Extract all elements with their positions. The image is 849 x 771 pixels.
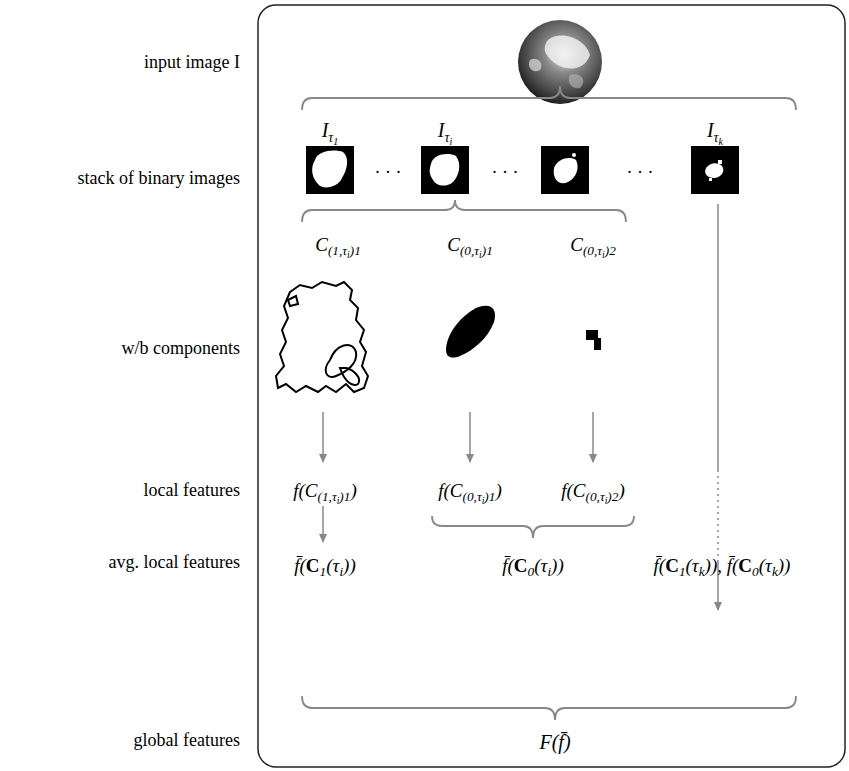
brace — [302, 200, 626, 222]
binary-image — [421, 146, 469, 194]
brace — [302, 86, 796, 720]
row-label: w/b components — [122, 339, 241, 357]
outer-frame — [258, 5, 845, 767]
black-component — [446, 306, 495, 358]
binary-image — [306, 146, 354, 194]
math-label: C(0,τi)2 — [570, 235, 616, 254]
row-label: avg. local features — [109, 553, 240, 571]
row-label: local features — [144, 481, 240, 499]
math-label: f̄(C1(τi)) — [294, 556, 356, 575]
math-label: Iτk — [707, 120, 723, 140]
black-component — [586, 330, 601, 350]
math-label: f(C(0,τi)1) — [438, 481, 502, 500]
white-component-contour — [276, 282, 368, 392]
math-label: f̄(C0(τi)) — [502, 556, 564, 575]
math-label: C(1,τi)1 — [315, 235, 361, 254]
arrow — [323, 204, 718, 610]
row-label: global features — [134, 731, 240, 749]
math-label: f(C(0,τi)2) — [561, 481, 625, 500]
math-label: Iτi — [438, 120, 452, 140]
math-label: f̄(C1(τk)), f̄(C0(τk)) — [654, 556, 791, 575]
binary-image — [691, 146, 739, 194]
row-label: · · · — [627, 163, 654, 181]
brace — [302, 696, 796, 720]
row-label: · · · — [375, 163, 402, 181]
brace — [432, 516, 634, 538]
math-label: C(0,τi)1 — [447, 235, 493, 254]
row-label: stack of binary images — [78, 169, 240, 187]
math-label: Iτ1 — [322, 120, 339, 140]
math-label: F(f̄) — [539, 732, 570, 752]
math-label: f(C(1,τi)1) — [293, 481, 357, 500]
brace — [302, 86, 796, 110]
row-label: input image I — [144, 53, 240, 71]
row-label: · · · — [492, 163, 519, 181]
binary-image — [541, 146, 589, 194]
